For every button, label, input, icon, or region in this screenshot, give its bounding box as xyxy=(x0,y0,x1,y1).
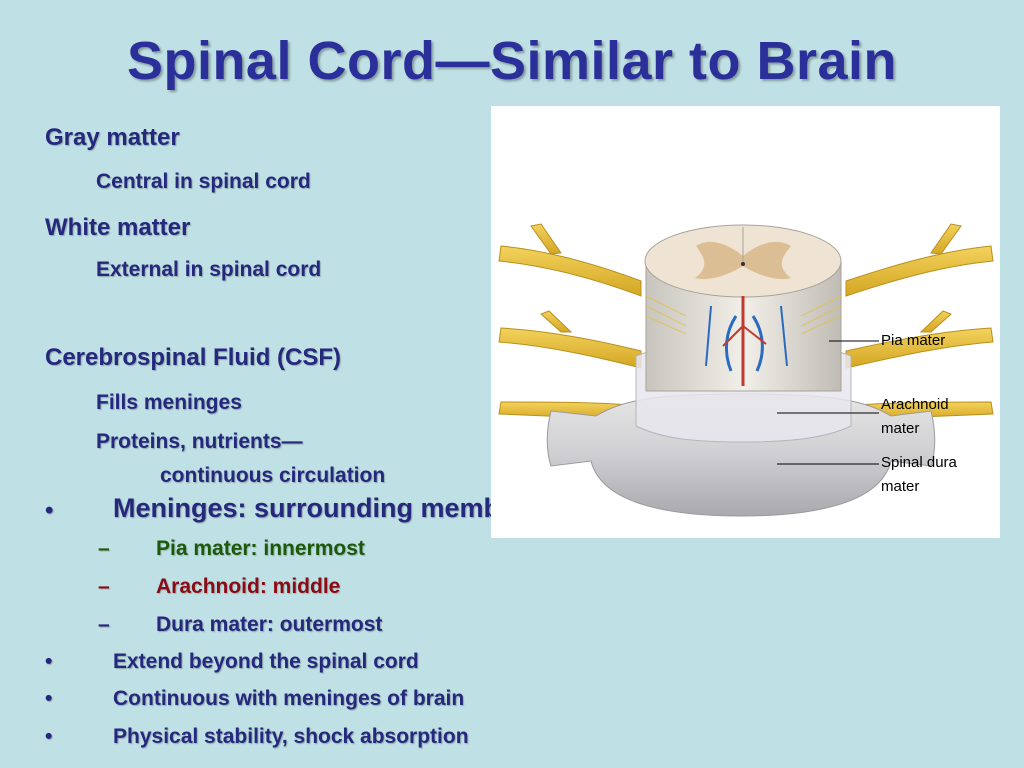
sub-bullet-dura: Dura mater: outermost xyxy=(156,613,383,636)
bullet-extend: Extend beyond the spinal cord xyxy=(113,650,419,673)
bullet-marker: • xyxy=(45,650,53,673)
dash-marker: – xyxy=(98,613,110,636)
sub-bullet-pia: Pia mater: innermost xyxy=(156,537,365,560)
gray-matter-heading: Gray matter xyxy=(45,124,180,151)
bullet-stability: Physical stability, shock absorption xyxy=(113,725,469,748)
dash-marker: – xyxy=(98,537,110,560)
sub-bullet-arachnoid: Arachnoid: middle xyxy=(156,575,341,598)
bullet-marker: • xyxy=(45,497,54,524)
bullet-marker: • xyxy=(45,687,53,710)
bullet-continuous: Continuous with meninges of brain xyxy=(113,687,465,710)
dura-mater-label-line2: mater xyxy=(881,478,920,495)
csf-detail-meninges: Fills meninges xyxy=(96,391,242,414)
slide-title: Spinal Cord—Similar to Brain xyxy=(126,31,898,91)
spinal-cord-diagram xyxy=(498,223,994,517)
bullet-marker: • xyxy=(45,725,53,748)
arachnoid-mater-label-line2: mater xyxy=(881,420,920,437)
pia-mater-label: Pia mater xyxy=(881,332,946,349)
dash-marker: – xyxy=(98,575,110,598)
csf-detail-circulation: continuous circulation xyxy=(160,464,386,487)
spinal-nerves xyxy=(498,223,994,421)
spinal-cord-illustration: Pia mater Arachnoid mater Spinal dura ma… xyxy=(491,106,1000,538)
dura-mater-label-line1: Spinal dura xyxy=(881,454,957,471)
white-matter-heading: White matter xyxy=(45,214,191,241)
csf-detail-proteins: Proteins, nutrients— xyxy=(96,430,303,453)
csf-heading: Cerebrospinal Fluid (CSF) xyxy=(45,344,342,371)
gray-matter-detail: Central in spinal cord xyxy=(96,170,311,193)
arachnoid-mater-label-line1: Arachnoid xyxy=(881,396,949,413)
white-matter-detail: External in spinal cord xyxy=(96,258,322,281)
